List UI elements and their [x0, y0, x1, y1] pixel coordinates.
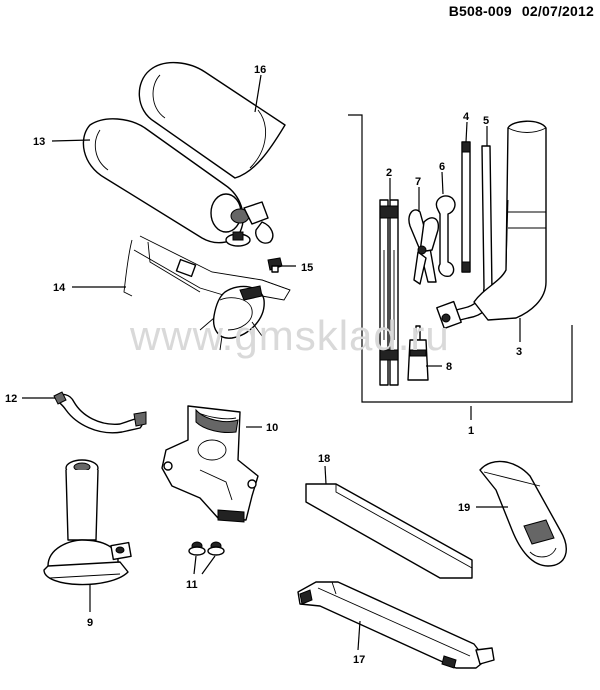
callout-14: 14 — [53, 282, 66, 294]
part-18-mat — [305, 483, 473, 579]
callout-15: 15 — [301, 262, 313, 274]
part-6-wrench — [435, 195, 456, 278]
part-19-handle — [479, 460, 567, 567]
callout-18: 18 — [318, 453, 330, 465]
callout-16: 16 — [254, 64, 266, 76]
callout-2: 2 — [386, 167, 392, 179]
part-8-screwdriver — [407, 325, 429, 381]
part-9-jack — [43, 459, 132, 586]
callout-6: 6 — [439, 161, 445, 173]
part-15-bolt — [267, 257, 283, 273]
toolkit-bracket — [348, 114, 573, 403]
callout-8: 8 — [446, 361, 452, 373]
callout-10: 10 — [266, 422, 278, 434]
part-7-pliers — [408, 209, 439, 285]
callout-13: 13 — [33, 136, 45, 148]
drawing-code: B508-009 — [448, 3, 512, 19]
callout-labels: 16 13 15 14 12 10 9 11 18 19 17 2 7 6 4 … — [5, 64, 522, 666]
part-4-rod — [461, 141, 471, 273]
drawing-date: 02/07/2012 — [521, 3, 594, 19]
callout-1: 1 — [468, 425, 474, 437]
part-16-cylinder — [138, 62, 286, 179]
part-3-bag — [473, 120, 547, 321]
callout-3: 3 — [516, 346, 522, 358]
drawing-header: B508-009 02/07/2012 — [449, 3, 594, 19]
callout-19: 19 — [458, 502, 470, 514]
callout-12: 12 — [5, 393, 17, 405]
callout-9: 9 — [87, 617, 93, 629]
part-13-cylinder — [82, 118, 274, 247]
part-11-fasteners — [188, 541, 225, 556]
callout-7: 7 — [415, 176, 421, 188]
part-2-lever — [379, 199, 399, 386]
callout-17: 17 — [353, 654, 365, 666]
callout-5: 5 — [483, 115, 489, 127]
part-10-holder — [161, 405, 259, 523]
leader-lines — [22, 74, 521, 651]
part-14-bracket — [123, 235, 291, 351]
watermark: www.gmsklad.ru — [130, 312, 450, 359]
callout-11: 11 — [186, 579, 198, 591]
part-12-strap — [53, 391, 147, 434]
part-17-bar — [297, 581, 495, 669]
callout-4: 4 — [463, 111, 470, 123]
